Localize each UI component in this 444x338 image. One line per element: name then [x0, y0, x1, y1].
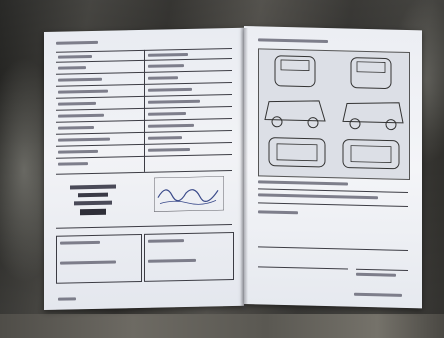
signature-icon — [154, 176, 224, 212]
form-label — [148, 123, 194, 128]
form-label — [58, 77, 102, 82]
right-page — [244, 26, 422, 309]
form-rule — [258, 246, 408, 252]
form-label — [58, 162, 88, 166]
form-label — [58, 125, 94, 130]
form-label — [258, 210, 298, 215]
form-rule — [258, 202, 408, 208]
column-divider — [144, 49, 145, 172]
stamp-icon — [70, 184, 116, 216]
form-label — [258, 193, 378, 200]
form-label — [58, 101, 96, 106]
form-label — [148, 112, 186, 116]
form-rule — [258, 188, 408, 194]
book-gutter — [240, 28, 248, 310]
form-label — [258, 180, 348, 186]
form-label — [148, 147, 190, 152]
form-label — [58, 137, 110, 142]
vehicle-diagram-panel — [258, 48, 410, 181]
form-rule — [56, 224, 232, 229]
form-label — [58, 89, 108, 94]
left-page — [44, 27, 244, 310]
form-label — [148, 136, 182, 140]
form-label — [148, 87, 192, 92]
page-footer-mark — [354, 292, 402, 297]
date-line — [356, 268, 408, 272]
left-page-heading — [56, 40, 98, 45]
form-label — [148, 52, 188, 57]
form-label — [58, 113, 104, 118]
form-label — [58, 66, 86, 70]
form-label — [148, 64, 184, 68]
form-label — [148, 76, 178, 80]
page-footer-mark — [58, 297, 76, 301]
form-label — [58, 54, 92, 59]
right-page-heading — [258, 38, 328, 44]
table-edge — [0, 314, 444, 338]
form-label — [356, 272, 396, 277]
vehicle-outline-icon — [264, 55, 404, 170]
form-label — [58, 149, 98, 154]
form-label — [148, 99, 200, 104]
signature-line — [258, 266, 348, 270]
